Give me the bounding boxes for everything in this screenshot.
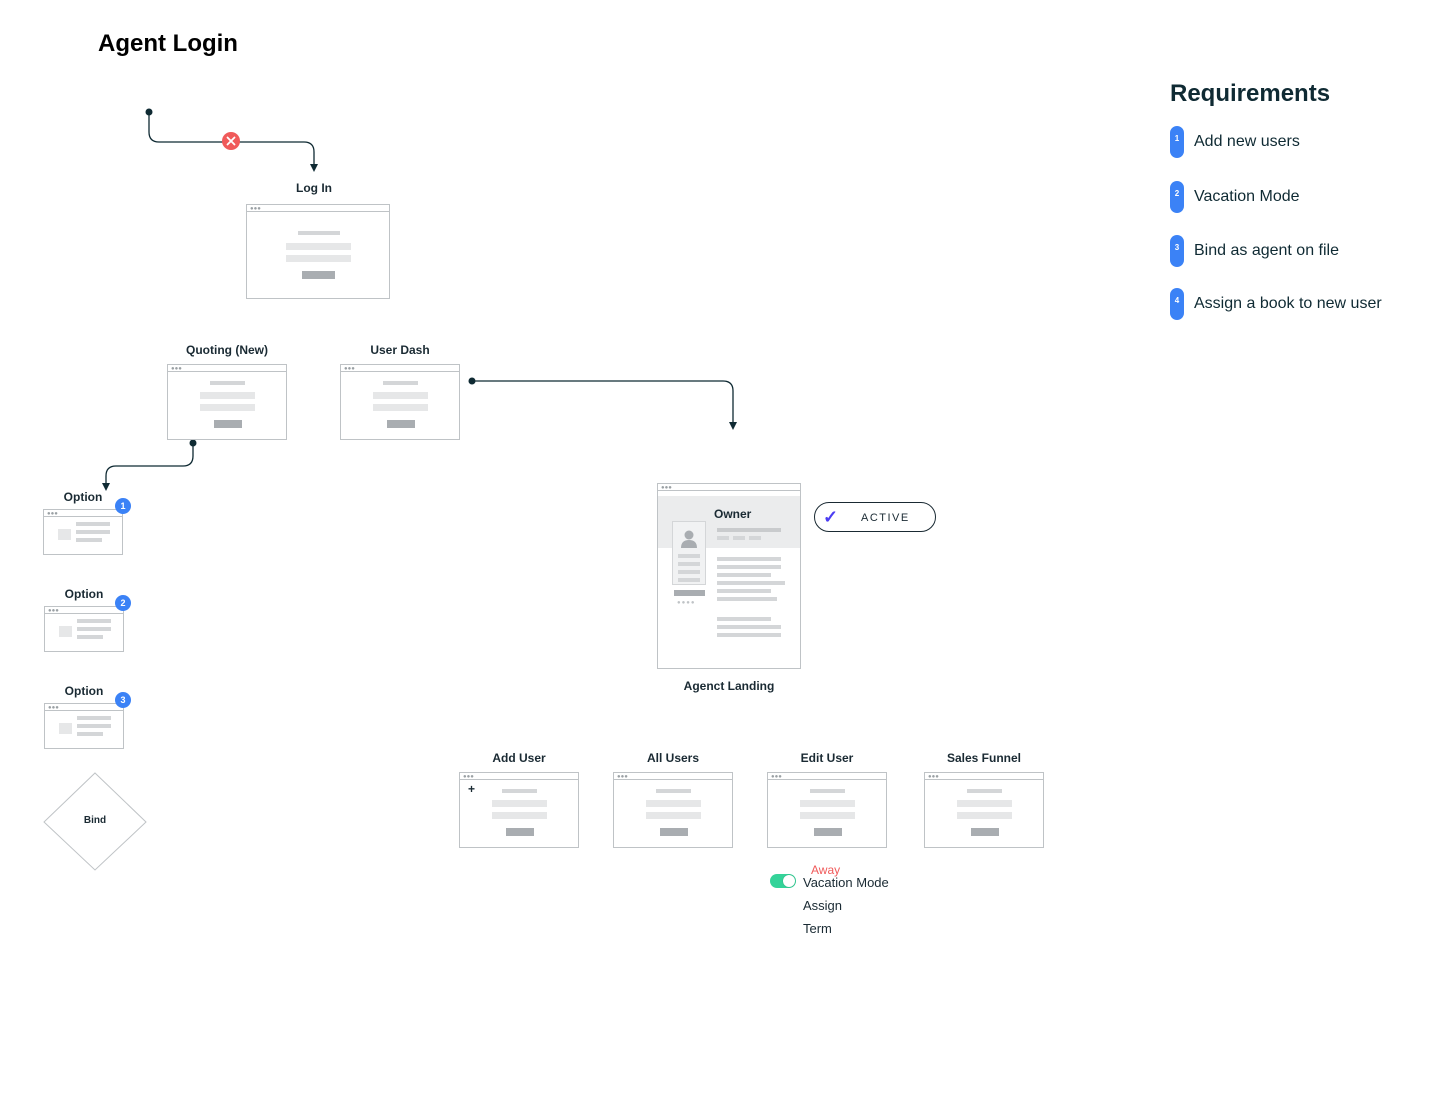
option-badge-2: 2 [115,595,131,611]
requirement-text: Vacation Mode [1194,188,1300,205]
decision-diamond[interactable] [43,772,147,871]
menu-item-assign[interactable]: Assign [803,898,843,913]
add-user-screen[interactable]: ●●● + [459,772,579,848]
toggle-knob [783,875,795,887]
agent-landing-label: Agenct Landing [683,679,775,693]
window-dots-icon: ●●● [617,774,628,780]
window-dots-icon: ●●● [661,485,672,491]
edit-user-screen[interactable]: ●●● [767,772,887,848]
connector-dash-to-landing [468,377,737,430]
menu-item-vacation-mode[interactable]: Vacation Mode [803,875,889,890]
requirement-number: 2 [1170,181,1184,213]
window-dots-icon: ●●● [48,705,59,711]
window-dots-icon: ●●● [47,511,58,517]
option-screen-3[interactable]: ●●● [44,703,124,749]
agent-landing-screen[interactable]: ●●● ●●●● Owner [657,483,801,669]
all-users-label: All Users [646,751,700,765]
window-dots-icon: ●●● [171,366,182,372]
option-badge-1: 1 [115,498,131,514]
all-users-screen[interactable]: ●●● [613,772,733,848]
quoting-screen[interactable]: ●●● [167,364,287,440]
page-title: Agent Login [98,30,238,57]
sales-funnel-label: Sales Funnel [946,751,1022,765]
user-dash-label: User Dash [370,343,430,357]
requirement-number: 4 [1170,288,1184,320]
requirement-text: Add new users [1194,133,1300,150]
requirement-number: 1 [1170,126,1184,158]
user-avatar-icon [681,530,697,548]
option-badge-3: 3 [115,692,131,708]
login-label: Log In [296,181,332,195]
requirement-text: Bind as agent on file [1194,242,1339,259]
edit-user-label: Edit User [800,751,854,765]
vacation-mode-toggle[interactable] [770,874,796,888]
away-status-text: Away [811,863,841,877]
requirement-number: 3 [1170,235,1184,267]
user-dash-screen[interactable]: ●●● [340,364,460,440]
profile-card [672,521,706,585]
option-screen-2[interactable]: ●●● [44,606,124,652]
login-screen[interactable]: ●●● [246,204,390,299]
add-user-label: Add User [492,751,546,765]
error-x-icon [222,132,240,150]
window-dots-icon: ●●● [250,206,261,212]
option-label-3: Option [64,684,104,698]
option-label-1: Option [63,490,103,504]
window-bar: ●●● [247,205,389,212]
checkmark-icon: ✓ [823,507,839,527]
decision-label: Bind [83,815,107,826]
sales-funnel-screen[interactable]: ●●● [924,772,1044,848]
requirements-title: Requirements [1170,80,1331,107]
status-text: ACTIVE [861,512,910,524]
window-dots-icon: ●●● [771,774,782,780]
quoting-label: Quoting (New) [186,343,268,357]
menu-item-term[interactable]: Term [803,921,832,936]
window-dots-icon: ●●● [463,774,474,780]
option-label-2: Option [64,587,104,601]
option-screen-1[interactable]: ●●● [43,509,123,555]
pagination-dots-icon: ●●●● [677,600,696,606]
profile-name: Owner [714,507,752,521]
requirement-text: Assign a book to new user [1194,295,1382,312]
plus-icon[interactable]: + [468,782,476,796]
status-badge[interactable]: ✓ ACTIVE [814,502,936,532]
window-dots-icon: ●●● [928,774,939,780]
window-dots-icon: ●●● [48,608,59,614]
connector-quoting-to-option [102,439,197,491]
window-dots-icon: ●●● [344,366,355,372]
